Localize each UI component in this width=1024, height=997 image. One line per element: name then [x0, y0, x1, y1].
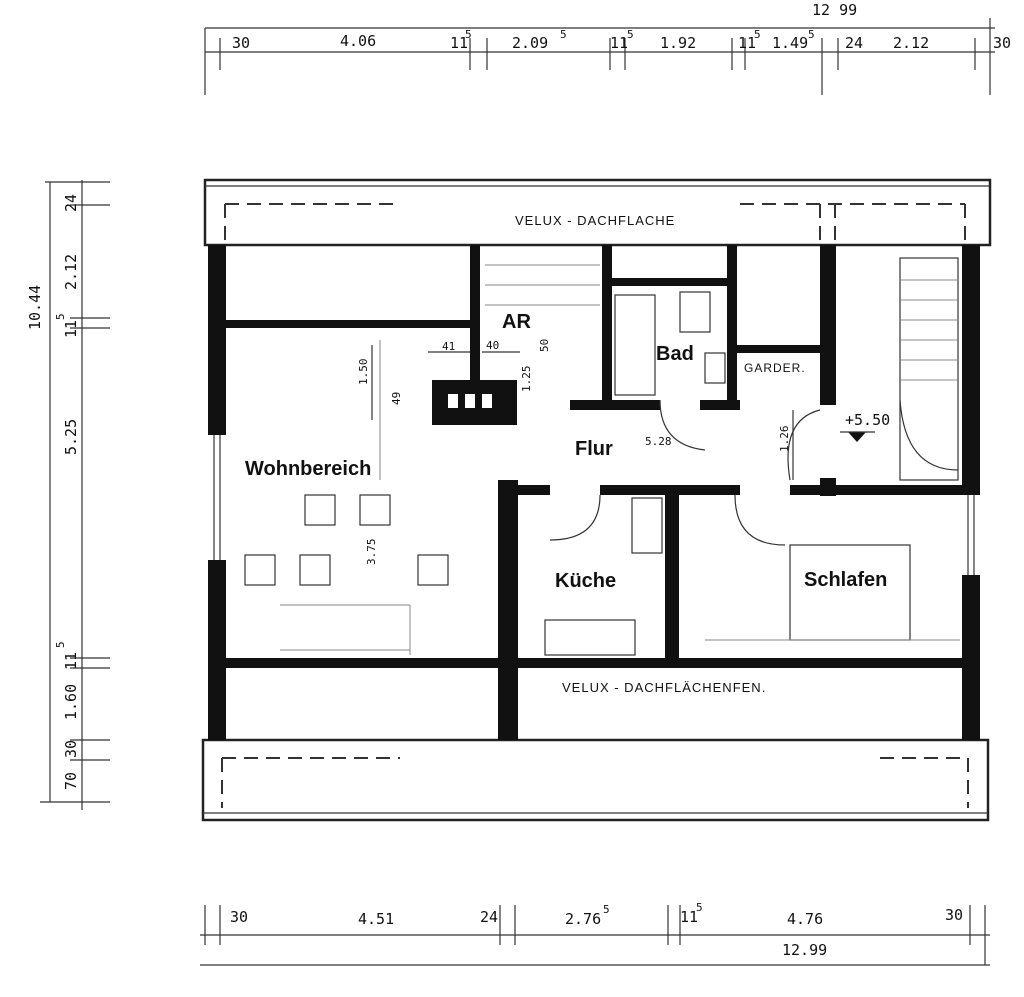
inner-dim-c: 50	[538, 339, 551, 352]
room-labels: Wohnbereich Flur Küche Schlafen Bad AR G…	[245, 311, 890, 695]
room-schlafen: Schlafen	[804, 569, 887, 591]
inner-dim-d: 1.50	[357, 359, 370, 386]
top-dim-2: 4.06	[340, 32, 376, 50]
top-dim-3: 11	[450, 34, 468, 52]
top-dim-1: 30	[232, 34, 250, 52]
top-dim-8-sup: 5	[808, 28, 815, 41]
level-marker: +5.50	[845, 411, 890, 429]
bottom-dim-4: 2.76	[565, 910, 601, 928]
top-dim-7-sup: 5	[754, 28, 761, 41]
top-dimension-chain: 12 99 30 4.06 11 5 2.09 5 11 5 1.92 11 5…	[204, 1, 1011, 95]
top-dim-5: 11	[610, 34, 628, 52]
velux-bottom-label: VELUX - DACHFLÄCHENFEN.	[562, 680, 766, 695]
top-dim-9: 24	[845, 34, 863, 52]
inner-dim-e: 49	[390, 392, 403, 405]
left-total-dim: 10.44	[26, 285, 44, 330]
top-dim-11: 30	[993, 34, 1011, 52]
bottom-roof-band	[201, 738, 990, 822]
room-wohnbereich: Wohnbereich	[245, 458, 371, 480]
bottom-dimension-chain: 30 4.51 24 2.76 5 11 5 4.76 30 12.99	[200, 901, 990, 966]
top-dim-8: 1.49	[772, 34, 808, 52]
inner-dim-i: 1.25	[520, 366, 533, 393]
inner-dim-a: 41	[442, 340, 455, 353]
details	[213, 257, 975, 656]
top-dim-7: 11	[738, 34, 756, 52]
top-dim-10: 2.12	[893, 34, 929, 52]
top-dim-6: 1.92	[660, 34, 696, 52]
top-dim-5-sup: 5	[627, 28, 634, 41]
bottom-total-dim: 12.99	[782, 941, 827, 959]
top-total-dim: 12 99	[812, 1, 857, 19]
room-garder: GARDER.	[744, 361, 806, 375]
left-dim-3-sup: 5	[54, 313, 67, 320]
inner-dim-f: 1.26	[778, 426, 791, 453]
top-roof-band: VELUX - DACHFLACHE	[203, 178, 992, 247]
bottom-dim-3: 24	[480, 908, 498, 926]
left-dimension-chain: 10.44 24 2.12 11 5 5.25 11 5 1.60 30 70	[26, 180, 110, 810]
room-flur: Flur	[575, 438, 613, 460]
left-dim-6: 1.60	[62, 684, 80, 720]
bottom-dim-1: 30	[230, 908, 248, 926]
top-dim-4-sup: 5	[560, 28, 567, 41]
velux-top-label: VELUX - DACHFLACHE	[515, 213, 675, 228]
left-dim-8: 70	[62, 772, 80, 790]
left-dim-5-sup: 5	[54, 641, 67, 648]
top-dim-4: 2.09	[512, 34, 548, 52]
bottom-dim-6: 4.76	[787, 910, 823, 928]
left-dim-1: 24	[62, 194, 80, 212]
inner-dim-g: 5.28	[645, 435, 672, 448]
left-dim-4: 5.25	[62, 419, 80, 455]
room-kueche: Küche	[555, 570, 616, 592]
left-dim-7: 30	[62, 740, 80, 758]
walls	[208, 245, 980, 740]
left-dim-2: 2.12	[62, 254, 80, 290]
bottom-dim-5-sup: 5	[696, 901, 703, 914]
left-dim-3: 11	[62, 320, 80, 338]
room-ar: AR	[502, 311, 531, 333]
bottom-dim-5: 11	[680, 908, 698, 926]
bottom-dim-4-sup: 5	[603, 903, 610, 916]
top-dim-3-sup: 5	[465, 28, 472, 41]
inner-dim-b: 40	[486, 339, 499, 352]
left-dim-5: 11	[62, 652, 80, 670]
bottom-dim-7: 30	[945, 906, 963, 924]
bottom-dim-2: 4.51	[358, 910, 394, 928]
inner-dimensions: 41 40 50 1.50 49 1.26 5.28 3.75 1.25	[357, 339, 794, 566]
room-bad: Bad	[656, 343, 694, 365]
inner-dim-h: 3.75	[365, 539, 378, 566]
